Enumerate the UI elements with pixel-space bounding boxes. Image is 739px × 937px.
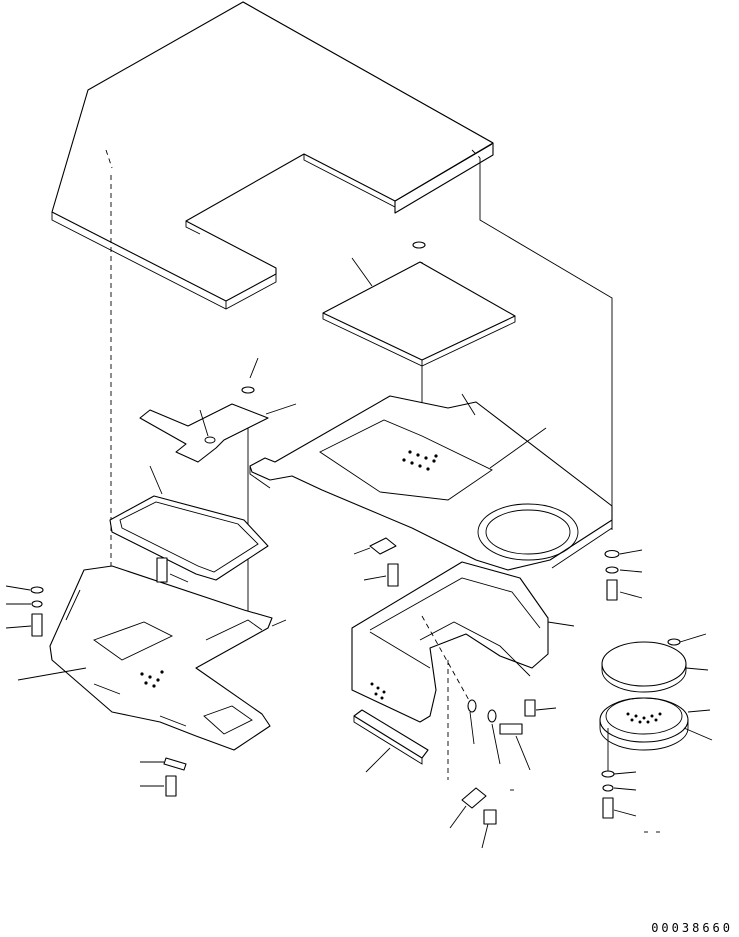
bolt bbox=[156, 557, 168, 583]
clip bbox=[461, 787, 487, 809]
washer bbox=[602, 784, 614, 792]
floor-mat-top bbox=[51, 1, 494, 310]
side-cover bbox=[351, 561, 575, 723]
floor-pad bbox=[322, 241, 516, 367]
washer bbox=[30, 586, 44, 594]
bolt bbox=[483, 809, 497, 825]
bolt bbox=[524, 699, 536, 717]
clip bbox=[163, 757, 187, 771]
bolt bbox=[606, 579, 618, 601]
floor-plate-left bbox=[17, 565, 273, 751]
grommet bbox=[467, 699, 477, 713]
fasteners bbox=[5, 537, 660, 849]
bolt bbox=[602, 797, 614, 819]
clip bbox=[369, 537, 397, 555]
bolt bbox=[499, 723, 523, 735]
cover-bracket bbox=[139, 357, 297, 463]
round-seal-plate bbox=[601, 633, 709, 693]
clip-strip bbox=[353, 709, 429, 773]
washer bbox=[487, 709, 497, 723]
bolt bbox=[387, 563, 399, 587]
washer bbox=[604, 549, 620, 559]
washer bbox=[31, 600, 43, 608]
mat-gasket bbox=[109, 465, 269, 581]
drawing-code: 00038660 bbox=[651, 921, 733, 935]
floor-plate-right bbox=[249, 393, 613, 571]
vibration-mount bbox=[599, 697, 713, 774]
washer bbox=[601, 770, 615, 778]
bolt bbox=[31, 613, 43, 637]
bolt bbox=[165, 775, 177, 797]
washer bbox=[605, 566, 619, 574]
